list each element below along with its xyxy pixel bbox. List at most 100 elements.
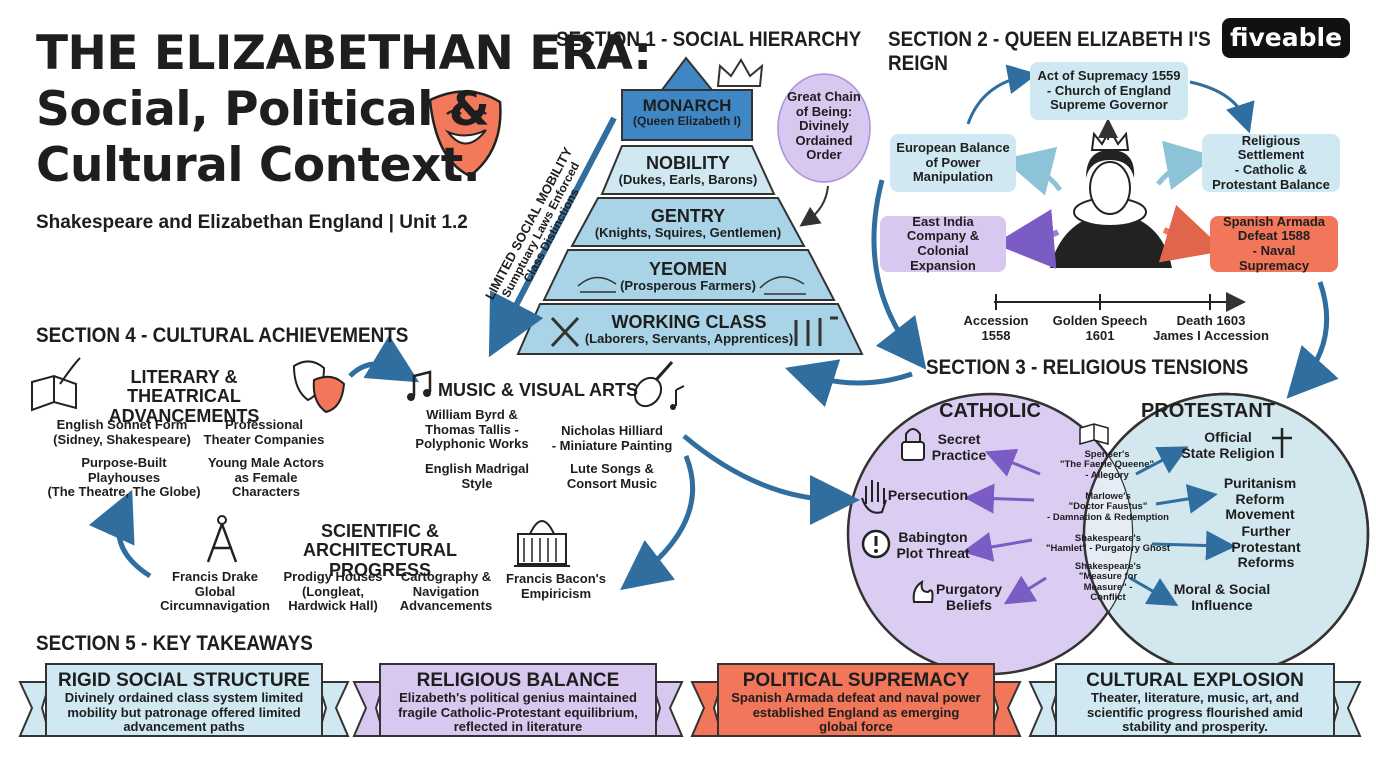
takeaway-social-structure: RIGID SOCIAL STRUCTURE Divinely ordained…	[46, 670, 322, 735]
takeaway-3-line-3: global force	[819, 719, 893, 735]
timeline-accession-line-1: Accession	[963, 313, 1029, 328]
faustus-line-1: Marlowe's	[1085, 491, 1131, 502]
science-heading-line-1: SCIENTIFIC & ARCHITECTURAL	[303, 521, 457, 561]
actors-line-2: as Female	[234, 469, 298, 485]
tier-yeomen: YEOMEN (Prosperous Farmers)	[600, 259, 776, 294]
science-heading-line-2: PROGRESS	[328, 559, 432, 580]
drake-line-1: Francis Drake	[172, 569, 258, 584]
byrd-line-1: William Byrd &	[426, 407, 518, 422]
warning-icon	[861, 529, 891, 559]
faerie-line-1: Spenser's	[1084, 449, 1130, 460]
measure-line-4: Conflict	[1090, 592, 1126, 604]
padlock-icon	[901, 428, 925, 461]
act-of-supremacy-box: Act of Supremacy 1559- Church of England…	[1030, 62, 1188, 120]
venn-center-faerie-queene: Spenser's"The Faerie Queene"- Allegory	[1034, 449, 1180, 481]
takeaway-3-title: POLITICAL SUPREMACY	[742, 670, 970, 691]
page-subtitle: Shakespeare and Elizabethan England | Un…	[36, 212, 468, 233]
chain-line-1: Great Chain	[787, 89, 861, 104]
tier-yeomen-sub: (Prosperous Farmers)	[620, 278, 756, 294]
great-chain-bubble	[777, 73, 871, 183]
chain-line-2: of Being:	[795, 103, 853, 119]
tier-monarch: MONARCH (Queen Elizabeth I)	[622, 96, 752, 128]
puritanism-line-2: Reform Movement	[1225, 490, 1295, 523]
settlement-line-3: Protestant Balance	[1212, 176, 1330, 192]
actors-line-1: Young Male Actors	[207, 455, 325, 470]
timeline-golden-speech-line-1: Golden Speech	[1052, 313, 1148, 328]
faerie-line-3: - Allegory	[1085, 469, 1129, 481]
drake-line-2: Global	[194, 583, 236, 599]
cartography-line-1: Cartography &	[400, 569, 492, 584]
section-2-heading-line-2: REIGN	[888, 52, 948, 75]
takeaway-3-line-2: established England as emerging	[752, 704, 960, 720]
faustus-line-3: - Damnation & Redemption	[1047, 511, 1169, 523]
hamlet-line-1: Shakespeare's	[1074, 533, 1142, 544]
takeaway-1-line-2: mobility but patronage offered limited	[67, 704, 301, 720]
supremacy-line-2: - Church of England	[1046, 82, 1172, 98]
music-heading: MUSIC & VISUAL ARTS	[438, 380, 639, 400]
timeline-accession-line-2: 1558	[981, 327, 1011, 343]
moral-line-2: Influence	[1191, 596, 1253, 613]
tier-nobility-sub: (Dukes, Earls, Barons)	[618, 172, 758, 188]
lute-line-1: Lute Songs &	[570, 461, 654, 476]
timeline-death-line-2: James I Accession	[1153, 327, 1269, 343]
lute-line-2: Consort Music	[566, 475, 658, 491]
fiveable-logo[interactable]: fiveable	[1222, 18, 1350, 58]
tier-working-class: WORKING CLASS (Laborers, Servants, Appre…	[584, 312, 794, 347]
comedy-tragedy-masks-icon	[292, 360, 346, 414]
takeaway-banner-3	[690, 663, 1022, 737]
babington-line-1: Babington	[898, 529, 968, 545]
takeaway-4-line-2: scientific progress flourished amid	[1087, 704, 1303, 720]
playhouses-line-3: (The Theatre, The Globe)	[47, 484, 201, 500]
cross-icon	[1272, 428, 1292, 458]
protestant-label: PROTESTANT	[1140, 400, 1276, 422]
measure-line-2: "Measure for	[1078, 571, 1138, 583]
persecution-line-1: Persecution	[887, 487, 969, 503]
hamlet-line-2: "Hamlet" - Purgatory Ghost	[1045, 543, 1171, 555]
settlement-line-1: Religious Settlement	[1237, 132, 1305, 163]
madrigal-line-2: Style	[461, 475, 493, 491]
tier-monarch-name: MONARCH	[642, 96, 732, 115]
title-line-2: Social, Political &	[36, 82, 490, 137]
madrigal-line-1: English Madrigal	[424, 461, 529, 476]
takeaway-1-line-3: advancement paths	[123, 719, 245, 735]
compass-icon	[206, 515, 238, 563]
tier-nobility: NOBILITY (Dukes, Earls, Barons)	[610, 153, 766, 188]
social-pyramid	[516, 56, 864, 355]
sonnet-line-1: English Sonnet Form	[56, 417, 188, 432]
takeaway-cultural-explosion: CULTURAL EXPLOSION Theater, literature, …	[1056, 670, 1334, 735]
purgatory-line-2: Beliefs	[946, 596, 992, 613]
secret-line-1: Secret	[937, 431, 981, 447]
literary-item-sonnet: English Sonnet Form(Sidney, Shakespeare)	[44, 417, 200, 447]
music-item-hilliard: Nicholas Hilliard- Miniature Painting	[540, 423, 684, 453]
chain-line-3: Divinely	[799, 118, 849, 134]
page-title: THE ELIZABETHAN ERA: Social, Political &…	[36, 26, 652, 194]
queen-elizabeth-portrait-icon	[1050, 127, 1172, 268]
faustus-line-2: "Doctor Faustus"	[1068, 501, 1148, 513]
chain-line-5: Order	[806, 147, 842, 163]
takeaway-4-title: CULTURAL EXPLOSION	[1086, 670, 1304, 691]
takeaway-3-line-1: Spanish Armada defeat and naval power	[731, 690, 981, 706]
armada-line-1: Spanish Armada	[1222, 213, 1326, 229]
venn-center-doctor-faustus: Marlowe's"Doctor Faustus"- Damnation & R…	[1028, 491, 1188, 523]
timeline-death-line-1: Death 1603	[1176, 313, 1246, 328]
takeaway-2-line-2: fragile Catholic-Protestant equilibrium,	[398, 704, 638, 720]
hilliard-line-1: Nicholas Hilliard	[561, 423, 663, 438]
purgatory-line-1: Purgatory	[935, 581, 1003, 597]
sonnet-line-2: (Sidney, Shakespeare)	[53, 431, 191, 447]
section-4-heading: SECTION 4 - CULTURAL ACHIEVEMENTS	[36, 324, 409, 347]
music-note-icon	[407, 370, 432, 401]
byrd-line-2: Thomas Tallis -	[425, 421, 519, 437]
capitol-building-icon	[514, 520, 570, 567]
takeaway-4-line-3: stability and prosperity.	[1122, 719, 1268, 735]
